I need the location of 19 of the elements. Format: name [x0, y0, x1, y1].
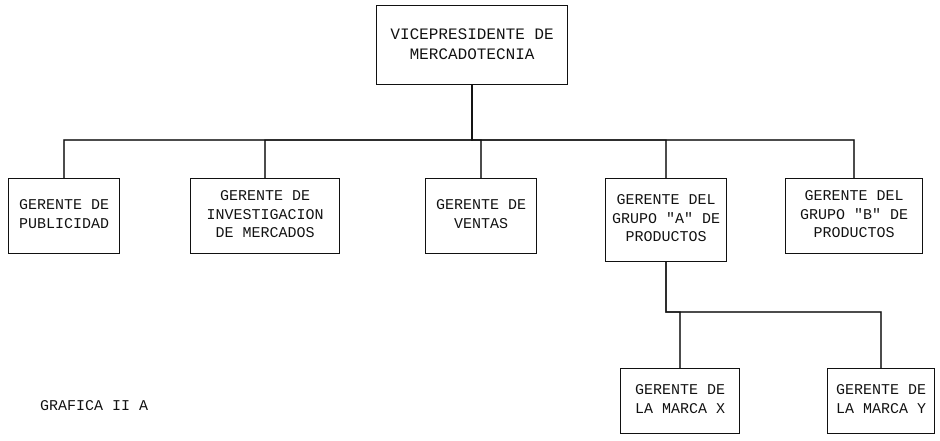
- position-title: GERENTE DEL GRUPO "B" DE PRODUCTOS: [798, 188, 910, 244]
- position-box: [376, 5, 568, 85]
- position-box: [785, 178, 923, 254]
- position-box: [827, 368, 935, 434]
- connector-line: [665, 262, 882, 368]
- position-title: GERENTE DE LA MARCA Y: [834, 382, 927, 420]
- position-box: [8, 178, 120, 254]
- connector-line: [471, 85, 855, 178]
- position-box: [190, 178, 340, 254]
- position-box: [620, 368, 740, 434]
- position-title: GERENTE DE INVESTIGACION DE MERCADOS: [205, 188, 325, 244]
- position-title: VICEPRESIDENTE DE MERCADOTECNIA: [389, 25, 555, 65]
- position-title: GERENTE DE PUBLICIDAD: [18, 197, 110, 235]
- position-box: [605, 178, 727, 262]
- position-title: GERENTE DE VENTAS: [434, 197, 527, 235]
- chart-caption: GRAFICA II A: [40, 398, 148, 415]
- position-box: [425, 178, 537, 254]
- position-title: GERENTE DE LA MARCA X: [634, 382, 726, 420]
- position-title: GERENTE DEL GRUPO "A" DE PRODUCTOS: [611, 192, 721, 248]
